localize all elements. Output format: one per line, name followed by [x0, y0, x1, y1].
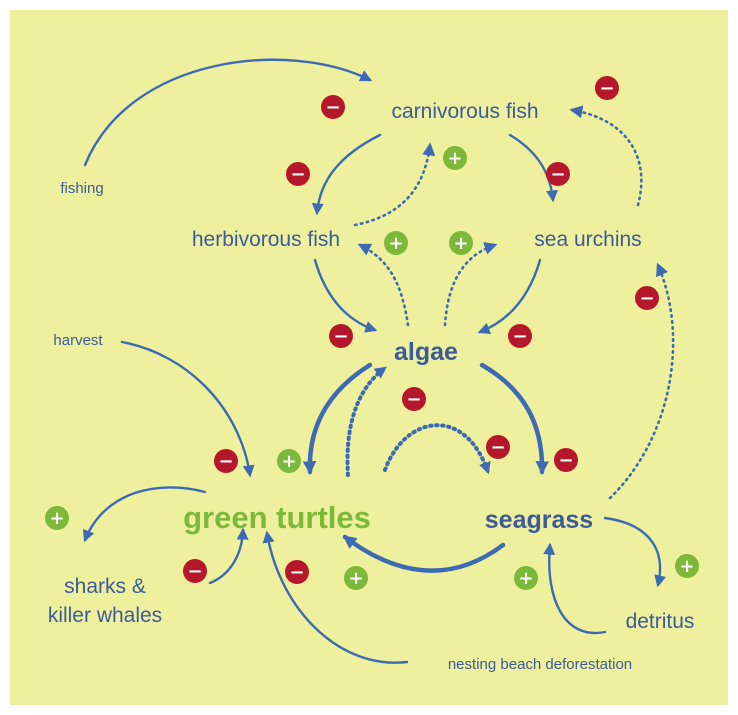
negative-badge-fishing: −: [321, 95, 345, 119]
svg-text:+: +: [679, 556, 694, 577]
svg-text:−: −: [325, 97, 340, 118]
node-seagrass: seagrass: [485, 506, 593, 534]
arrow-carnivorous-to-herbivorous: [311, 133, 382, 216]
dotted-green-turtles-to-algae: [345, 366, 387, 477]
dotted-algae-to-sea-urchins: [443, 242, 498, 327]
negative-badge-sea-urchins-to-carnivorous: −: [595, 76, 619, 100]
arrow-carnivorous-to-sea-urchins: [508, 133, 559, 203]
driver-harvest: harvest: [53, 332, 103, 349]
svg-text:−: −: [289, 562, 304, 583]
arrow-seagrass-to-detritus: [603, 516, 667, 588]
driver-fishing: fishing: [60, 180, 103, 197]
node-sharks-line1: sharks &: [64, 575, 146, 598]
negative-badge-green-turtles-to-algae: −: [402, 387, 426, 411]
arrow-sharks-to-green-turtles: [208, 527, 249, 585]
positive-badge-seagrass-to-green-turtles: +: [344, 566, 368, 590]
svg-text:−: −: [490, 437, 505, 458]
svg-text:−: −: [218, 451, 233, 472]
diagram-canvas: carnivorous fish herbivorous fish sea ur…: [10, 10, 728, 705]
arrow-detritus-to-seagrass: [543, 542, 607, 635]
arrow-harvest-to-green-turtles: [120, 340, 255, 478]
driver-nesting-beach-deforestation: nesting beach deforestation: [448, 656, 632, 673]
negative-badge-sharks: −: [183, 559, 207, 583]
positive-badge-algae-to-green-turtles: +: [277, 449, 301, 473]
negative-badge-carnivorous-to-sea-urchins: −: [546, 162, 570, 186]
arrow-algae-to-seagrass: [479, 362, 549, 475]
node-detritus: detritus: [626, 610, 695, 633]
positive-badge-algae-to-sea-urchins: +: [449, 231, 473, 255]
negative-badge-nesting: −: [285, 560, 309, 584]
svg-text:−: −: [290, 164, 305, 185]
svg-text:−: −: [558, 450, 573, 471]
svg-text:−: −: [639, 288, 654, 309]
svg-text:−: −: [599, 78, 614, 99]
node-carnivorous-fish: carnivorous fish: [391, 100, 538, 123]
svg-text:+: +: [281, 451, 296, 472]
svg-text:+: +: [348, 568, 363, 589]
positive-badge-herbivorous-to-carnivorous: +: [443, 146, 467, 170]
negative-badge-algae-to-seagrass: −: [554, 448, 578, 472]
node-sea-urchins: sea urchins: [534, 228, 641, 251]
food-web-diagram: carnivorous fish herbivorous fish sea ur…: [10, 10, 728, 705]
svg-text:−: −: [333, 326, 348, 347]
svg-text:−: −: [512, 326, 527, 347]
positive-badge-seagrass-to-detritus: +: [675, 554, 699, 578]
svg-text:−: −: [187, 561, 202, 582]
positive-badge-detritus-to-seagrass: +: [514, 566, 538, 590]
negative-badges: − − − − − − − − − − − − −: [183, 76, 659, 584]
positive-badge-green-turtles-to-sharks: +: [45, 506, 69, 530]
dotted-seagrass-to-sea-urchins: [608, 262, 675, 500]
svg-text:+: +: [453, 233, 468, 254]
negative-badge-herbivorous-to-algae: −: [329, 324, 353, 348]
negative-badge-sea-urchins-to-algae: −: [508, 324, 532, 348]
dotted-algae-to-herbivorous: [357, 243, 410, 327]
negative-badge-green-turtles-to-seagrass: −: [486, 435, 510, 459]
node-green-turtles: green turtles: [183, 500, 371, 535]
dotted-herbivorous-to-carnivorous: [353, 142, 436, 227]
svg-text:−: −: [406, 389, 421, 410]
arrow-nesting-to-green-turtles: [262, 530, 409, 664]
svg-text:+: +: [49, 508, 64, 529]
arrow-fishing-to-carnivorous-fish: [83, 58, 373, 167]
arrow-algae-to-green-turtles: [302, 362, 373, 475]
svg-text:+: +: [447, 148, 462, 169]
svg-text:−: −: [550, 164, 565, 185]
arrow-seagrass-to-green-turtles: [342, 534, 506, 573]
node-sharks-line2: killer whales: [48, 604, 162, 627]
background: [10, 10, 728, 705]
svg-text:+: +: [388, 233, 403, 254]
negative-badge-carnivorous-to-herbivorous: −: [286, 162, 310, 186]
negative-badge-seagrass-to-sea-urchins: −: [635, 286, 659, 310]
svg-text:+: +: [518, 568, 533, 589]
arrow-green-turtles-to-sharks: [83, 486, 207, 543]
positive-badge-algae-to-herbivorous: +: [384, 231, 408, 255]
arrow-herbivorous-to-algae: [313, 258, 378, 333]
dotted-sea-urchins-to-carnivorous: [569, 105, 643, 207]
node-algae: algae: [394, 338, 458, 366]
arrow-sea-urchins-to-algae: [477, 258, 542, 335]
dotted-green-turtles-to-seagrass: [383, 423, 491, 475]
node-herbivorous-fish: herbivorous fish: [192, 228, 340, 251]
negative-badge-harvest: −: [214, 449, 238, 473]
positive-badges: + + + + + + + +: [45, 146, 699, 590]
